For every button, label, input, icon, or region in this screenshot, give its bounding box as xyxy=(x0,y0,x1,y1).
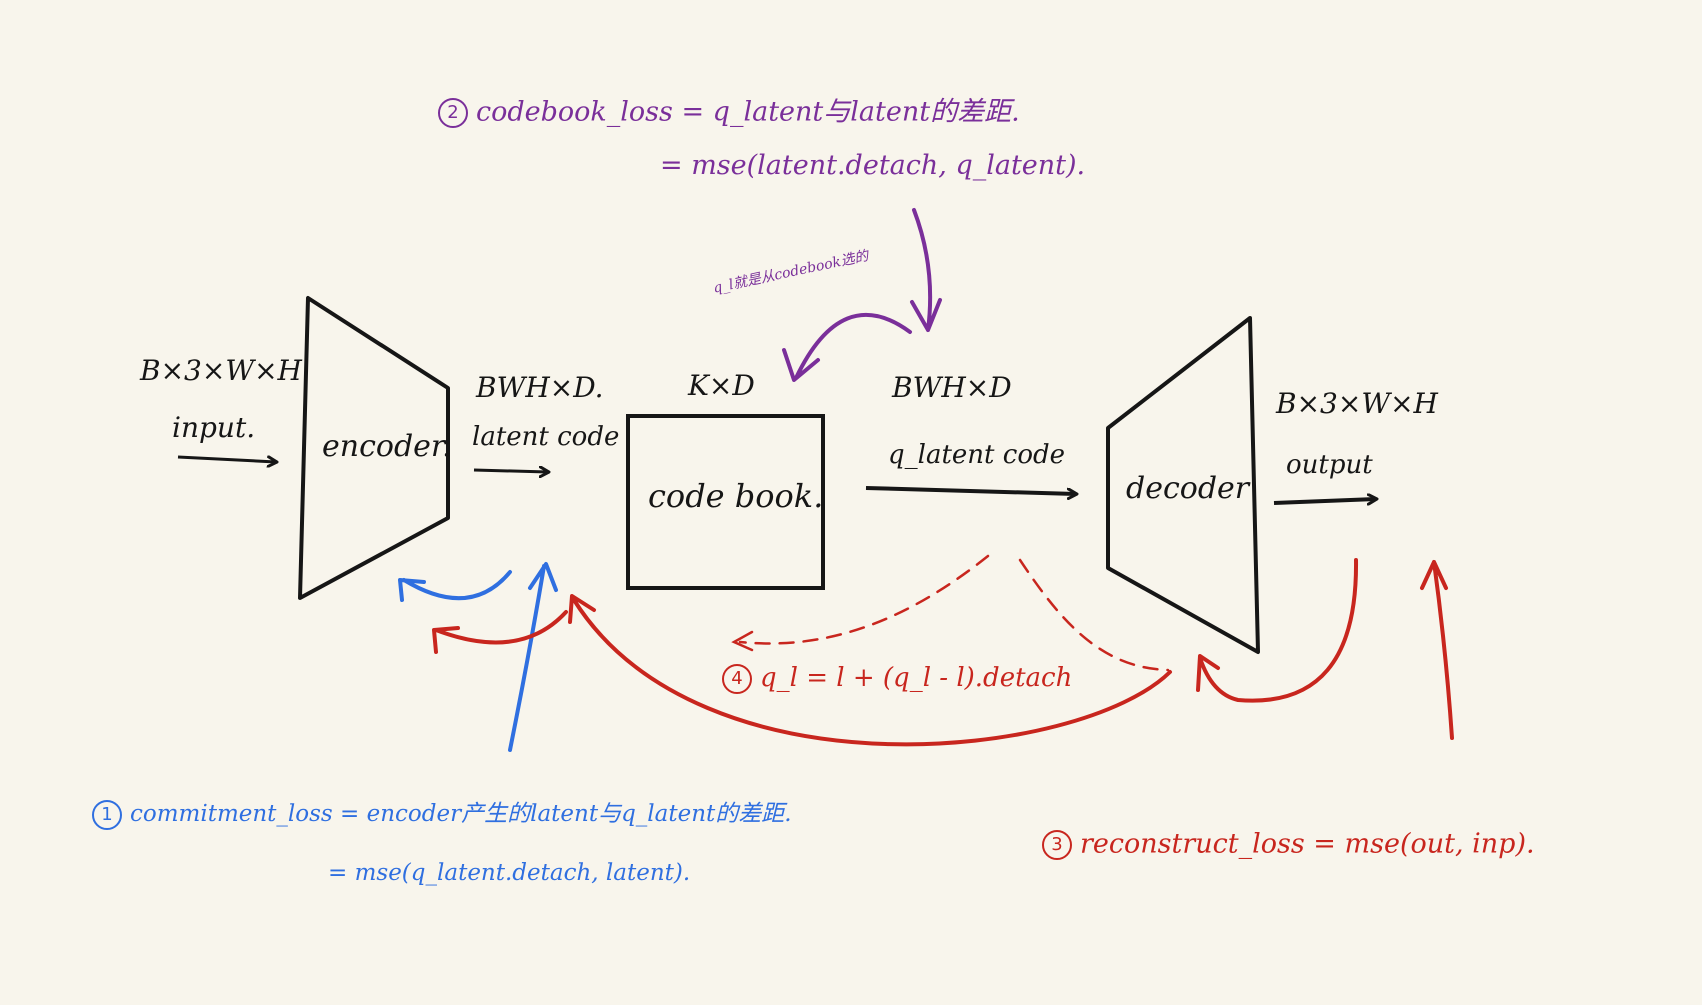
latent-shape-label: BWH×D. xyxy=(476,371,604,404)
output-label: output xyxy=(1286,450,1373,480)
encoder-label: encoder. xyxy=(322,429,452,464)
q-latent-arrow xyxy=(865,486,1076,494)
straight-through-number: 4 xyxy=(722,664,752,694)
decoder-shape xyxy=(1106,316,1260,654)
gradient-big-curve xyxy=(568,594,1172,747)
codebook-loss-line2: = mse(latent.detach, q_latent). xyxy=(660,150,1086,181)
codebook-loss-arrow xyxy=(910,208,942,332)
q-latent-shape-label: BWH×D xyxy=(892,371,1012,404)
codebook-shape-label: K×D xyxy=(688,369,755,402)
q-latent-label: q_latent code xyxy=(888,440,1065,470)
decoder-label: decoder xyxy=(1126,471,1250,506)
commitment-loss-line2: = mse(q_latent.detach, latent). xyxy=(328,860,691,886)
commitment-loss-number: 1 xyxy=(92,800,122,830)
commitment-loss-arrow-up xyxy=(508,562,558,752)
codebook-box xyxy=(626,414,825,590)
reconstruct-loss-number: 3 xyxy=(1042,830,1072,860)
reconstruct-loss-arrow-up xyxy=(1420,560,1454,740)
codebook-loss-number: 2 xyxy=(438,98,468,128)
input-shape-label: B×3×W×H xyxy=(140,354,302,387)
reconstruct-loss-arrow-output xyxy=(1196,558,1359,703)
output-arrow xyxy=(1273,499,1376,503)
commitment-loss-arrow-to-encoder xyxy=(398,570,512,602)
codebook-label: code book. xyxy=(648,477,824,515)
straight-through-dashed-head xyxy=(731,630,754,652)
gradient-copy-to-encoder-arrow xyxy=(432,610,568,654)
output-shape-label: B×3×W×H xyxy=(1276,387,1438,420)
latent-arrow xyxy=(473,470,548,472)
latent-label: latent code xyxy=(472,422,620,452)
straight-through-dashed-curve xyxy=(738,554,1170,672)
encoder-shape xyxy=(298,296,450,600)
lookup-arrow xyxy=(782,313,912,382)
input-label: input. xyxy=(172,411,256,444)
input-arrow xyxy=(177,455,276,462)
